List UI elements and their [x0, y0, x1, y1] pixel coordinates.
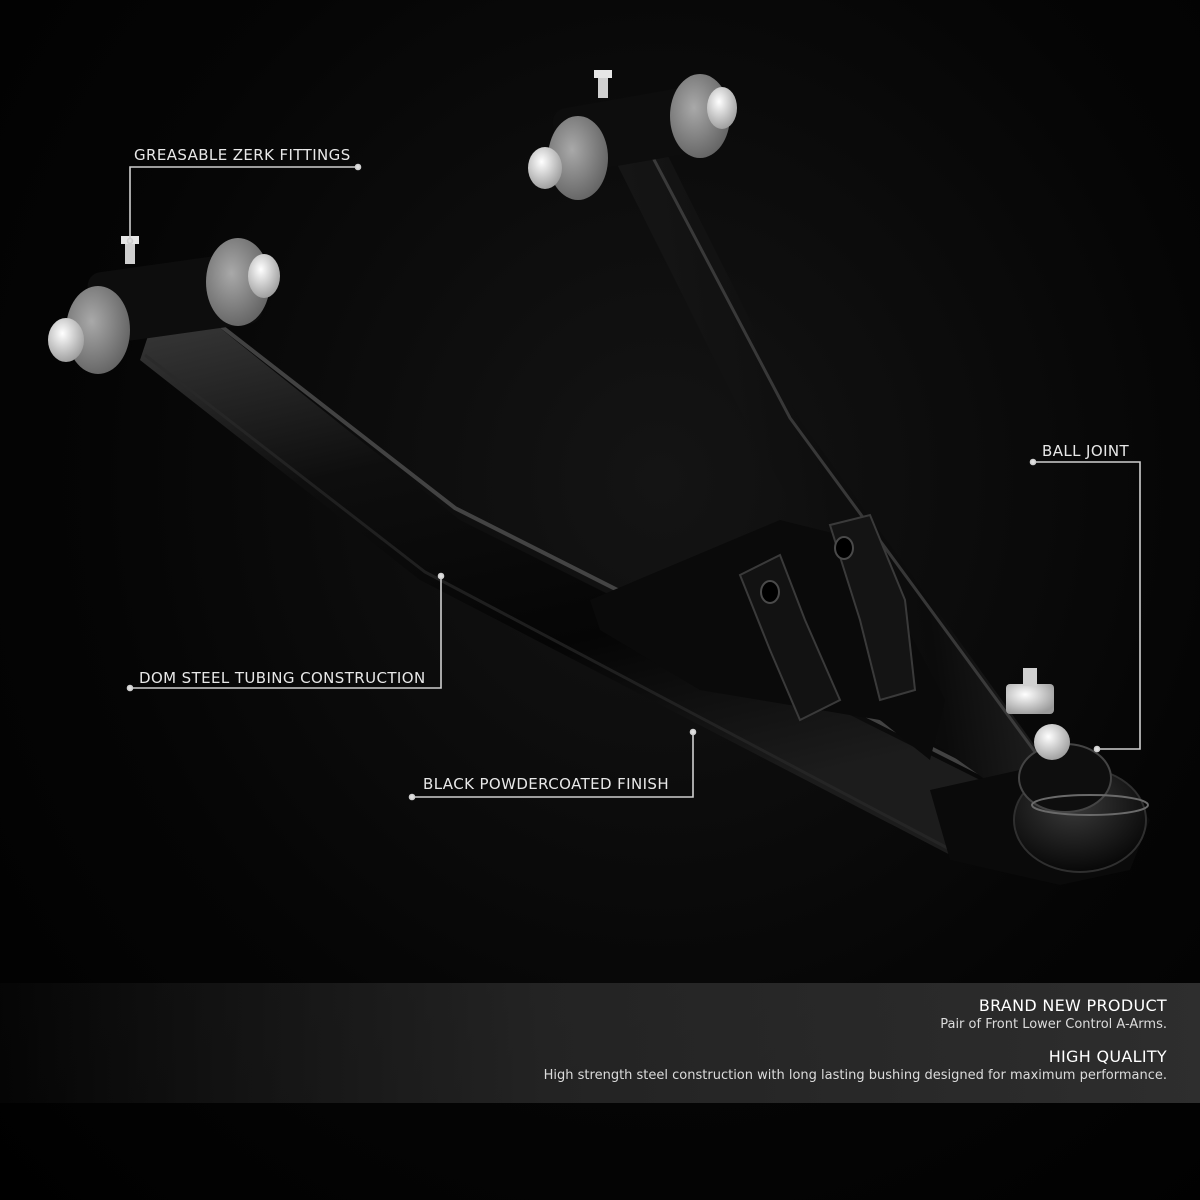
callout-dot-dom [126, 684, 134, 692]
callout-ball-joint: BALL JOINT [1042, 442, 1130, 460]
callout-dot-powder-end [689, 728, 697, 736]
callout-line-zerk [129, 166, 358, 241]
feature-text-high-quality: High strength steel construction with lo… [543, 1068, 1167, 1083]
callout-dot-powder [408, 793, 416, 801]
rear-pivot-bushing-assembly [528, 70, 737, 200]
feature-heading-high-quality: HIGH QUALITY [1048, 1047, 1167, 1066]
callout-black-powdercoated-finish: BLACK POWDERCOATED FINISH [423, 775, 670, 793]
callout-dom-steel-tubing: DOM STEEL TUBING CONSTRUCTION [139, 669, 426, 687]
callout-dot-dom-end [437, 572, 445, 580]
callout-line-powder [412, 732, 694, 798]
shock-mount-bracket [590, 513, 945, 760]
front-pivot-bushing-assembly [48, 236, 280, 374]
callout-dot-zerk-end [126, 237, 134, 245]
feature-heading-brand-new: BRAND NEW PRODUCT [978, 996, 1167, 1015]
feature-text-brand-new: Pair of Front Lower Control A-Arms. [940, 1017, 1167, 1032]
ball-joint-assembly [930, 668, 1150, 885]
callout-greasable-zerk-fittings: GREASABLE ZERK FITTINGS [134, 146, 351, 164]
feature-info-band: BRAND NEW PRODUCT Pair of Front Lower Co… [0, 983, 1200, 1103]
rear-arm-tube [615, 150, 1045, 790]
callout-dot-balljoint-end [1093, 745, 1101, 753]
callout-line-balljoint [1033, 461, 1141, 750]
callout-line-dom [130, 576, 442, 689]
callout-lines [126, 163, 1141, 801]
callout-dot-balljoint [1029, 458, 1037, 466]
callout-dot-zerk [354, 163, 362, 171]
